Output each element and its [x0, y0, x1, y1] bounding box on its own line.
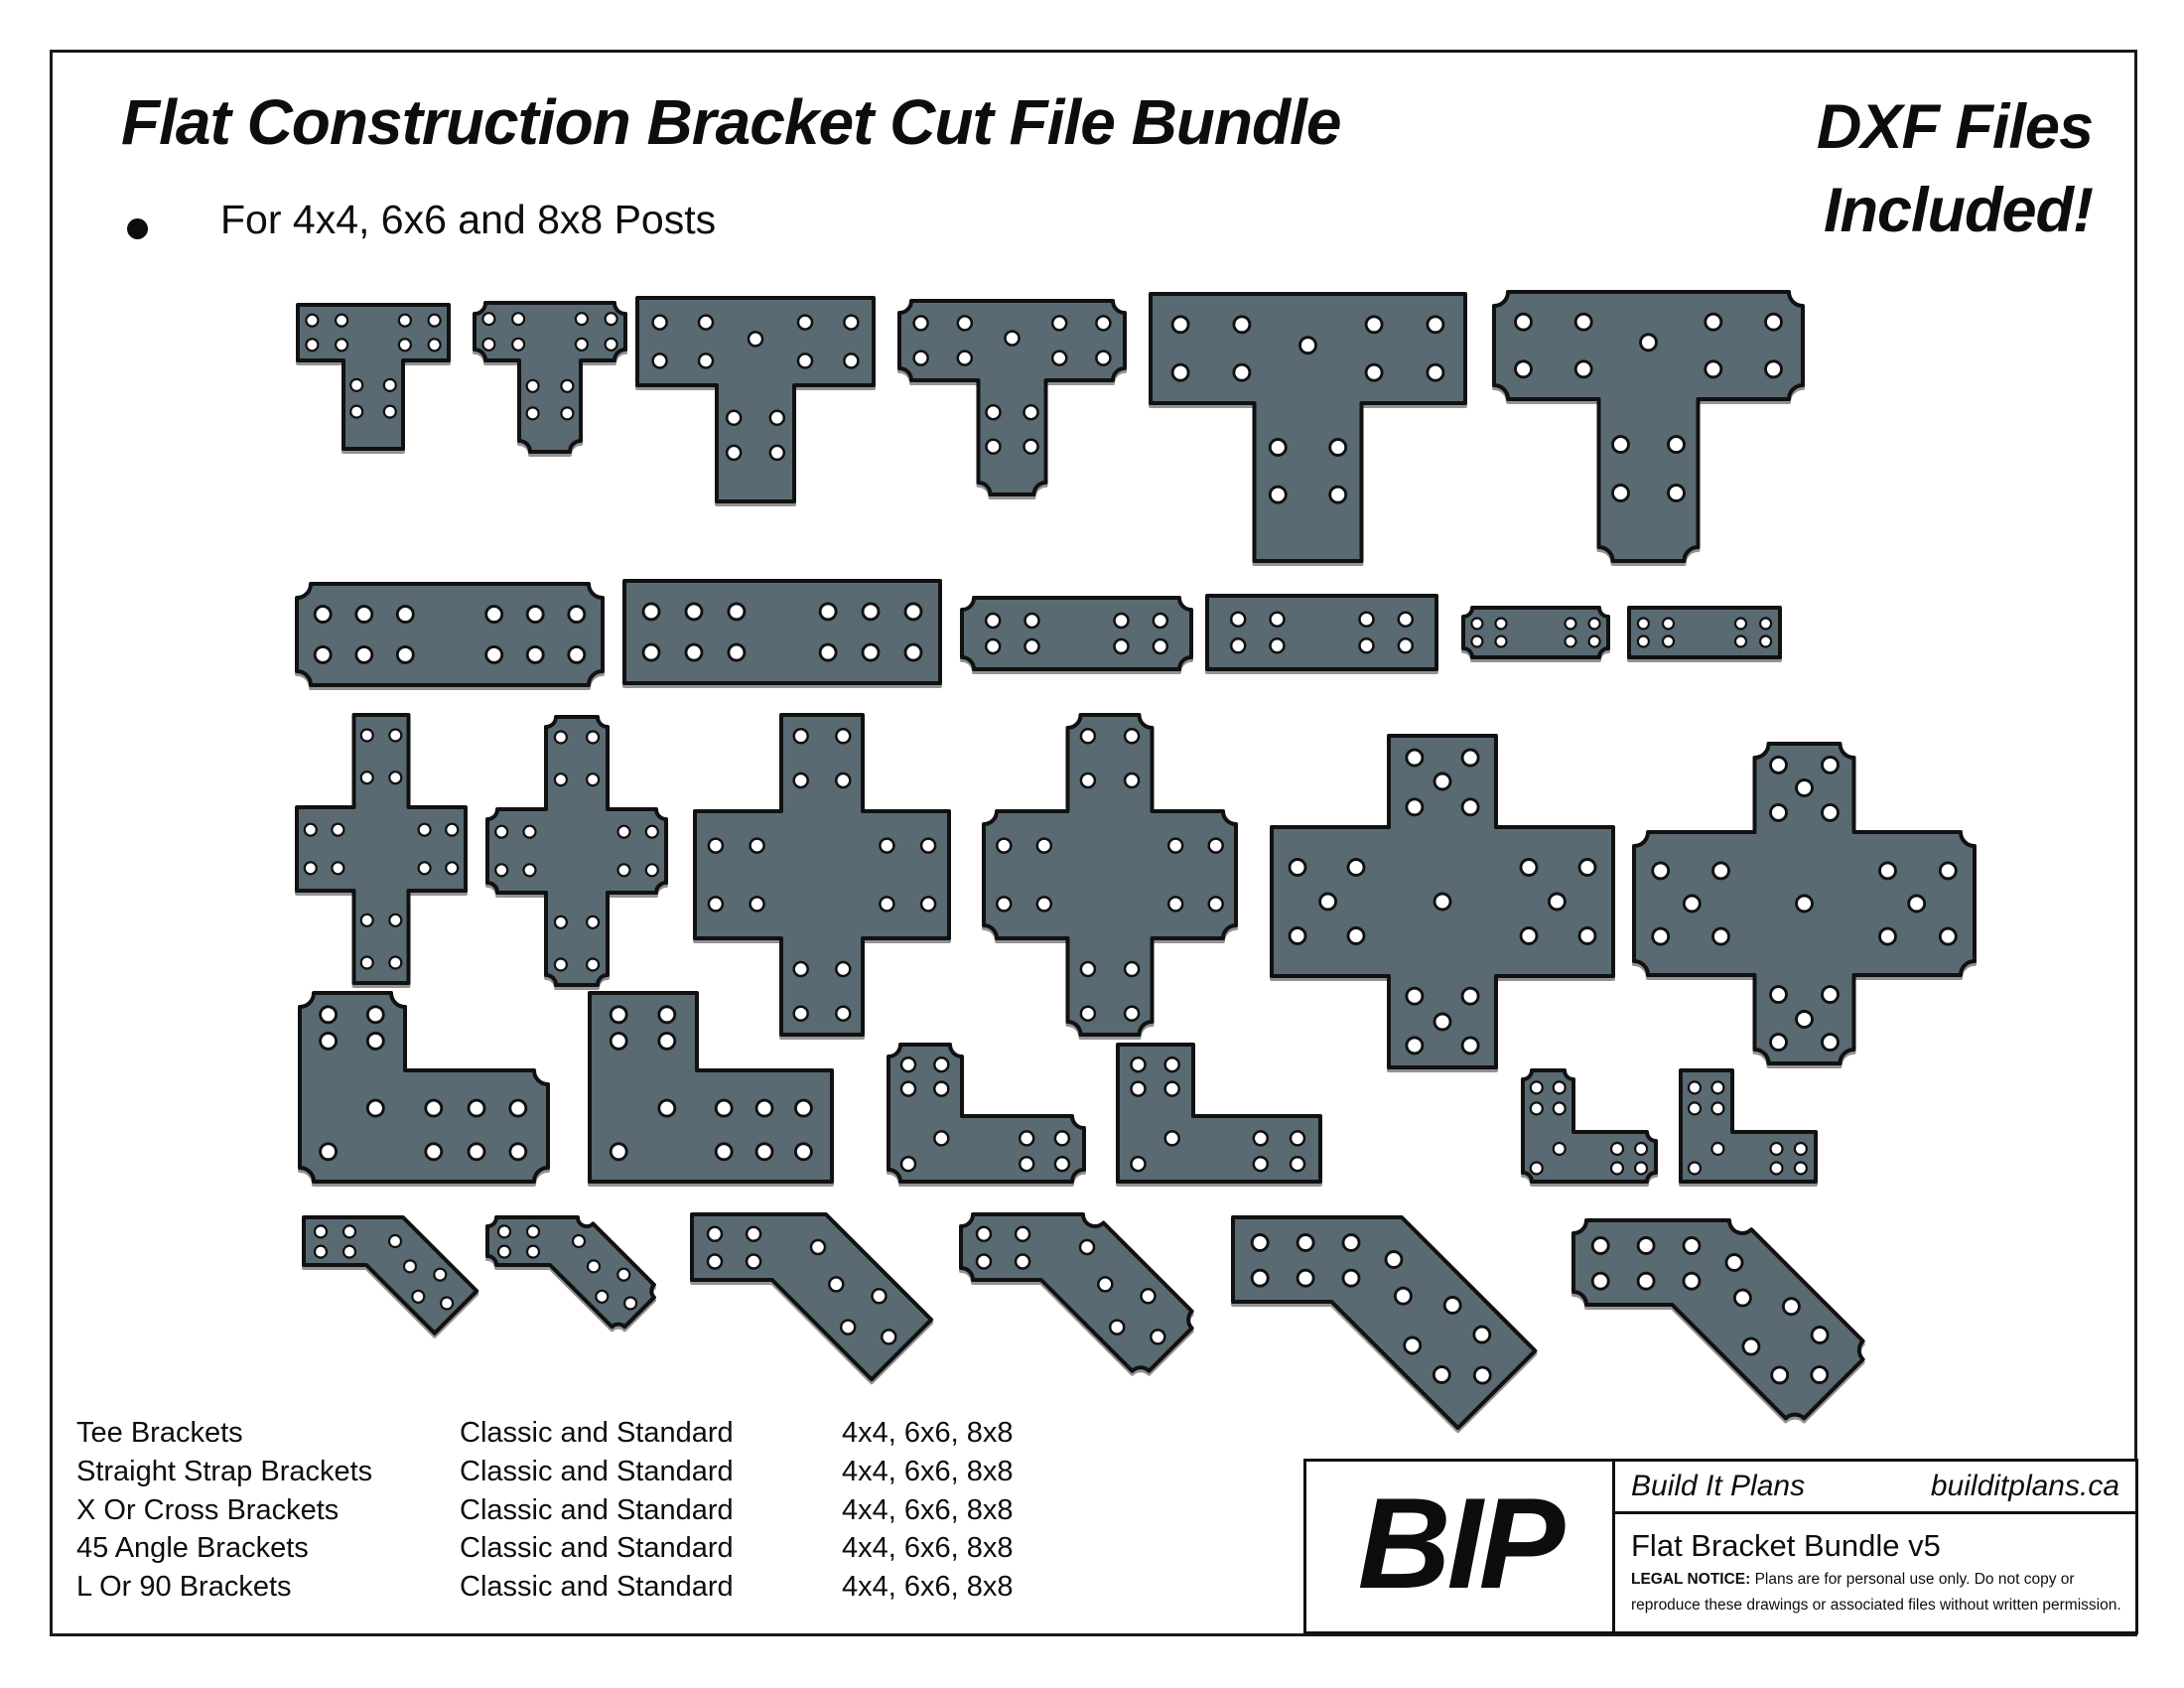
bullet-icon — [127, 218, 148, 239]
legal-line-2: reproduce these drawings or associated f… — [1631, 1597, 2121, 1614]
l-bracket-classic-4x4 — [1521, 1068, 1658, 1184]
l-bracket-classic-6x6 — [887, 1043, 1086, 1184]
tee-bracket-standard-4x4 — [296, 303, 451, 451]
spec-styles: Classic and Standard — [460, 1493, 734, 1526]
tee-bracket-standard-8x8 — [1149, 292, 1467, 563]
spec-item: Straight Strap Brackets — [76, 1455, 373, 1487]
l-bracket-standard-8x8 — [588, 991, 834, 1184]
strap-bracket-standard-4x4 — [1627, 606, 1782, 659]
drawing-title: Flat Bracket Bundle v5 — [1631, 1528, 1941, 1563]
company-name: Build It Plans — [1631, 1470, 1806, 1502]
dxf-note-line2: Included! — [1824, 176, 2094, 245]
angle-45-bracket-standard-4x4 — [302, 1215, 479, 1336]
cross-bracket-standard-8x8 — [1270, 734, 1615, 1069]
strap-bracket-classic-4x4 — [1461, 606, 1610, 659]
spec-row-angle: 45 Angle Brackets Classic and Standard 4… — [76, 1529, 1014, 1568]
tee-bracket-classic-8x8 — [1492, 290, 1805, 563]
page-title: Flat Construction Bracket Cut File Bundl… — [121, 86, 1341, 158]
spec-sizes: 4x4, 6x6, 8x8 — [842, 1455, 1014, 1487]
title-block-right: Build It Plans builditplans.ca Flat Brac… — [1615, 1462, 2135, 1631]
legal-line-1: LEGAL NOTICE: Plans are for personal use… — [1631, 1571, 2075, 1588]
cross-bracket-standard-4x4 — [295, 713, 468, 985]
posts-note: For 4x4, 6x6 and 8x8 Posts — [220, 197, 717, 242]
strap-bracket-classic-6x6 — [960, 596, 1193, 671]
strap-bracket-standard-6x6 — [1205, 594, 1438, 671]
l-bracket-standard-6x6 — [1116, 1043, 1322, 1184]
spec-table: Tee Brackets Classic and Standard 4x4, 6… — [76, 1414, 1014, 1607]
tee-bracket-classic-6x6 — [897, 299, 1127, 496]
spec-row-strap: Straight Strap Brackets Classic and Stan… — [76, 1453, 1014, 1491]
legal-label: LEGAL NOTICE: — [1631, 1571, 1751, 1588]
company-logo: BIP — [1357, 1470, 1566, 1616]
company-website: builditplans.ca — [1930, 1470, 2119, 1502]
l-bracket-classic-8x8 — [298, 991, 550, 1184]
strap-bracket-classic-8x8 — [295, 582, 605, 687]
spec-sizes: 4x4, 6x6, 8x8 — [842, 1532, 1014, 1565]
legal-notice: LEGAL NOTICE: Plans are for personal use… — [1631, 1567, 2127, 1618]
spec-item: L Or 90 Brackets — [76, 1571, 292, 1604]
cross-bracket-classic-4x4 — [485, 715, 668, 987]
spec-row-cross: X Or Cross Brackets Classic and Standard… — [76, 1491, 1014, 1530]
angle-45-bracket-classic-6x6 — [959, 1212, 1194, 1373]
spec-item: Tee Brackets — [76, 1417, 243, 1449]
page-border — [50, 50, 2137, 1636]
strap-bracket-standard-8x8 — [622, 579, 942, 685]
dxf-note-line1: DXF Files — [1816, 92, 2094, 162]
cross-bracket-standard-6x6 — [693, 713, 951, 1037]
spec-styles: Classic and Standard — [460, 1571, 734, 1604]
dxf-note: DXF Files Included! — [1588, 85, 2094, 252]
l-bracket-standard-4x4 — [1679, 1068, 1818, 1184]
spec-sizes: 4x4, 6x6, 8x8 — [842, 1571, 1014, 1604]
spec-item: 45 Angle Brackets — [76, 1532, 309, 1565]
angle-45-bracket-classic-8x8 — [1571, 1218, 1865, 1421]
tee-bracket-standard-6x6 — [635, 296, 876, 503]
company-row: Build It Plans builditplans.ca — [1615, 1462, 2135, 1514]
logo-cell: BIP — [1306, 1462, 1615, 1631]
angle-45-bracket-standard-8x8 — [1231, 1215, 1538, 1431]
angle-45-bracket-classic-4x4 — [485, 1215, 656, 1330]
title-block: BIP Build It Plans builditplans.ca Flat … — [1303, 1459, 2138, 1634]
spec-item: X Or Cross Brackets — [76, 1493, 340, 1526]
spec-styles: Classic and Standard — [460, 1532, 734, 1565]
cross-bracket-classic-6x6 — [982, 713, 1238, 1037]
tee-bracket-classic-4x4 — [473, 301, 627, 454]
spec-row-l: L Or 90 Brackets Classic and Standard 4x… — [76, 1568, 1014, 1607]
spec-styles: Classic and Standard — [460, 1417, 734, 1449]
spec-row-tee: Tee Brackets Classic and Standard 4x4, 6… — [76, 1414, 1014, 1453]
spec-sizes: 4x4, 6x6, 8x8 — [842, 1417, 1014, 1449]
angle-45-bracket-standard-6x6 — [690, 1212, 934, 1382]
spec-sizes: 4x4, 6x6, 8x8 — [842, 1493, 1014, 1526]
cross-bracket-classic-8x8 — [1632, 742, 1977, 1065]
spec-styles: Classic and Standard — [460, 1455, 734, 1487]
